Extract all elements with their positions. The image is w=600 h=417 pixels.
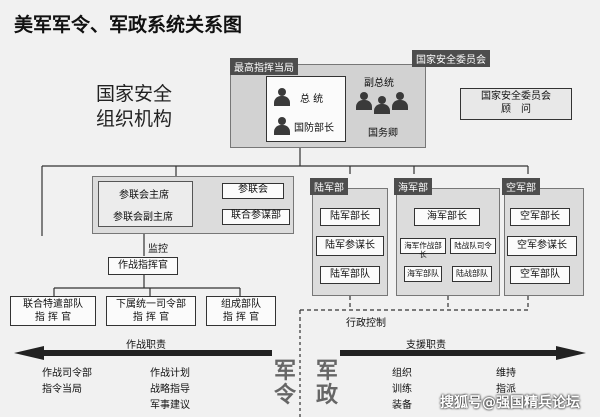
combatant-commander-box: 作战指挥官: [108, 257, 178, 275]
defense-secretary-label: 国防部长: [294, 123, 334, 134]
army-chief-of-staff-box: 陆军参谋长: [316, 236, 384, 256]
marine-forces-box: 陆战部队: [452, 266, 492, 282]
op-item: 作战计划: [150, 368, 190, 379]
jcs-box: 参联会: [222, 183, 284, 199]
secretary-of-state-person-icon: [374, 96, 390, 114]
naval-operations-box: 海军作战部长: [400, 238, 446, 259]
secretary-of-state-label: 国务卿: [368, 128, 398, 139]
air-chief-of-staff-box: 空军参谋长: [507, 236, 577, 256]
support-item: 组织: [392, 368, 412, 379]
nsc-advisor-box: 国家安全委员会 顾 问: [460, 88, 572, 120]
operational-heading: 作战职责: [126, 340, 166, 351]
nsc-label: 国家安全委员会: [412, 50, 490, 67]
support-item: 指派: [496, 384, 516, 395]
op-item: 战略指导: [150, 384, 190, 395]
oversight-label: 监控: [148, 244, 168, 255]
administration-big-label: 军 政: [316, 359, 339, 408]
air-dept-label: 空军部: [502, 178, 540, 195]
command-authority-label: 最高指挥当局: [230, 58, 298, 75]
op-item: 作战司令部: [42, 368, 92, 379]
op-item: 指令当局: [42, 384, 82, 395]
watermark: 搜狐号@强国精兵论坛: [440, 395, 580, 411]
op-item: 军事建议: [150, 400, 190, 411]
jcs-chairman-label: 参联会主席: [119, 190, 169, 201]
president-person-icon: [274, 88, 290, 106]
support-item: 装备: [392, 400, 412, 411]
marine-commandant-box: 陆战队司令: [450, 238, 496, 254]
nsc-member-person-icon: [392, 92, 408, 110]
vice-president-label: 副总统: [364, 78, 394, 89]
component-commander-box: 组成部队 指 挥 官: [206, 296, 276, 326]
support-item: 训练: [392, 384, 412, 395]
army-dept-label: 陆军部: [310, 178, 348, 195]
navy-dept-label: 海军部: [394, 178, 432, 195]
vice-president-person-icon: [356, 92, 372, 110]
jcs-chairman-box: [98, 181, 193, 227]
jtf-commander-box: 联合特遣部队 指 挥 官: [10, 296, 96, 326]
navy-secretary-box: 海军部长: [414, 208, 480, 226]
national-security-org-label: 国家安全 组织机构: [96, 83, 173, 130]
admin-control-label: 行政控制: [346, 318, 386, 329]
support-heading: 支援职责: [406, 340, 446, 351]
air-forces-box: 空军部队: [510, 266, 570, 284]
jcs-vice-chairman-label: 参联会副主席: [113, 212, 173, 223]
defense-secretary-person-icon: [274, 117, 290, 135]
air-secretary-box: 空军部长: [510, 208, 570, 226]
page-title: 美军军令、军政系统关系图: [14, 14, 243, 36]
support-item: 维持: [496, 368, 516, 379]
army-forces-box: 陆军部队: [320, 266, 380, 284]
president-label: 总 统: [300, 94, 324, 105]
command-big-label: 军 令: [274, 359, 297, 408]
joint-staff-box: 联合参谋部: [222, 209, 290, 225]
navy-forces-box: 海军部队: [404, 266, 442, 282]
army-secretary-box: 陆军部长: [320, 208, 380, 226]
subunified-commander-box: 下属统一司令部 指 挥 官: [106, 296, 196, 326]
